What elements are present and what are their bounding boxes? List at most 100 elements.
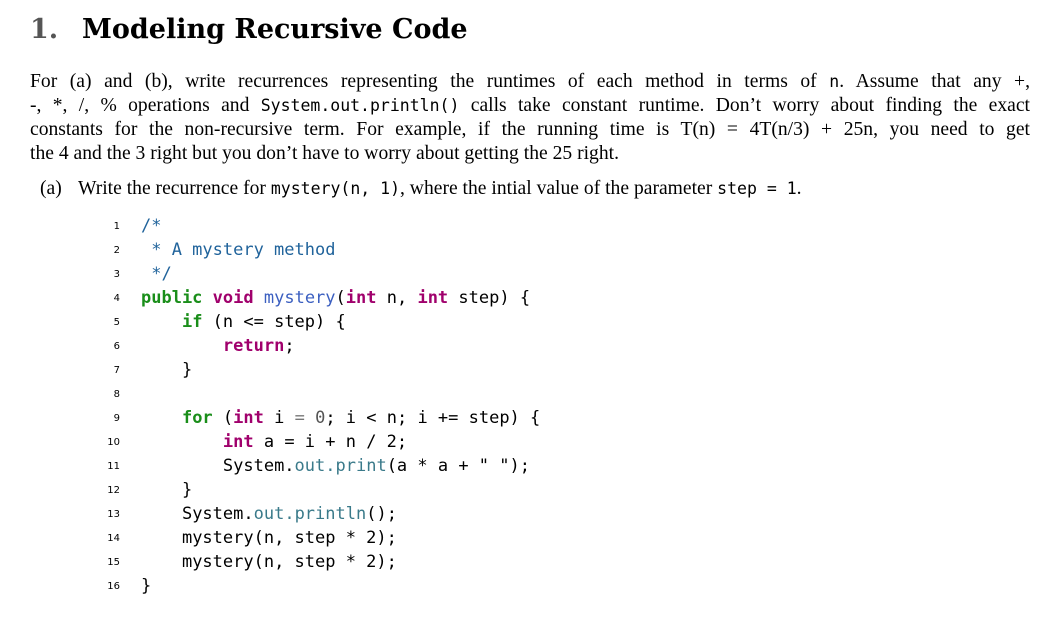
section-heading: 1. Modeling Recursive Code bbox=[30, 10, 468, 50]
code-token: } bbox=[141, 576, 152, 596]
question-text: Write the recurrence for bbox=[78, 178, 271, 199]
code-line: 15 mystery(n, step * 2); bbox=[0, 550, 1057, 574]
intro-line-1: For (a) and (b), write recurrences repre… bbox=[30, 70, 1030, 94]
code-line: 8 bbox=[0, 382, 1057, 406]
line-number: 3 bbox=[113, 269, 120, 280]
code-line: 5 if (n <= step) { bbox=[0, 310, 1057, 334]
line-number: 12 bbox=[107, 485, 120, 496]
inline-code: mystery(n, 1) bbox=[270, 179, 400, 198]
code-token: ; i < n; i += step) { bbox=[325, 408, 541, 428]
code-text: */ bbox=[141, 264, 172, 284]
intro-line-3: constants for the non-recursive term. Fo… bbox=[30, 119, 1030, 140]
intro-text: calls take constant runtime. Don’t worry… bbox=[459, 95, 1030, 116]
code-text: int a = i + n / 2; bbox=[141, 430, 407, 454]
code-token: } bbox=[181, 480, 193, 500]
keyword: int bbox=[417, 288, 449, 308]
keyword: void bbox=[212, 288, 254, 308]
question-text: , where the intial value of the paramete… bbox=[400, 178, 718, 199]
code-text: } bbox=[141, 478, 192, 502]
code-token: i bbox=[263, 408, 295, 428]
code-token: a = i + n / 2; bbox=[253, 432, 408, 452]
code-token: ( bbox=[335, 288, 346, 308]
keyword: int bbox=[345, 288, 377, 308]
code-line: 1 /* bbox=[0, 214, 1057, 238]
code-token: mystery(n, step * 2); bbox=[181, 552, 397, 572]
code-text: if (n <= step) { bbox=[141, 310, 346, 334]
code-text: } bbox=[141, 358, 192, 382]
line-number: 7 bbox=[113, 365, 120, 376]
code-text: for (int i = 0; i < n; i += step) { bbox=[141, 406, 540, 430]
intro-text: For (a) and (b), write recurrences repre… bbox=[30, 71, 830, 92]
member-name: .print bbox=[325, 456, 387, 476]
code-line: 3 */ bbox=[0, 262, 1057, 286]
question-text: . bbox=[796, 178, 802, 199]
code-token: mystery(n, step * 2); bbox=[181, 528, 397, 548]
keyword: public bbox=[141, 288, 203, 308]
line-number: 16 bbox=[107, 581, 120, 592]
inline-code: step = 1 bbox=[717, 179, 797, 198]
inline-code: System.out.println() bbox=[260, 96, 460, 115]
line-number: 11 bbox=[107, 461, 120, 472]
line-number: 4 bbox=[113, 293, 120, 304]
code-token: System. bbox=[181, 504, 254, 524]
line-number: 13 bbox=[107, 509, 120, 520]
code-token: n, bbox=[376, 288, 418, 308]
code-token: step) { bbox=[448, 288, 531, 308]
line-number: 10 bbox=[107, 437, 120, 448]
code-line: 13 System.out.println(); bbox=[0, 502, 1057, 526]
section-number: 1. bbox=[30, 14, 59, 45]
code-token: ( bbox=[212, 408, 234, 428]
code-line: 4 public void mystery(int n, int step) { bbox=[0, 286, 1057, 310]
line-number: 8 bbox=[113, 389, 120, 400]
code-line: 6 return; bbox=[0, 334, 1057, 358]
code-line: 11 System.out.print(a * a + " "); bbox=[0, 454, 1057, 478]
code-text: mystery(n, step * 2); bbox=[141, 526, 397, 550]
code-text: * A mystery method bbox=[141, 240, 336, 260]
code-token: ; bbox=[284, 336, 295, 356]
keyword: return bbox=[222, 336, 285, 356]
intro-line-2: -, *, /, % operations and System.out.pri… bbox=[30, 94, 1030, 118]
code-token: (a * a + " "); bbox=[386, 456, 530, 476]
code-text: System.out.print(a * a + " "); bbox=[141, 454, 530, 478]
code-text: /* bbox=[141, 216, 162, 236]
keyword: int bbox=[222, 432, 254, 452]
code-text: mystery(n, step * 2); bbox=[141, 550, 397, 574]
code-token: System. bbox=[222, 456, 295, 476]
inline-code: n bbox=[829, 72, 840, 91]
code-line: 9 for (int i = 0; i < n; i += step) { bbox=[0, 406, 1057, 430]
keyword: int bbox=[233, 408, 264, 428]
intro-text: -, *, /, % operations and bbox=[30, 95, 261, 116]
member-name: out bbox=[253, 504, 285, 524]
code-line: 12 } bbox=[0, 478, 1057, 502]
line-number: 2 bbox=[113, 245, 120, 256]
line-number: 1 bbox=[113, 221, 120, 232]
member-name: .println bbox=[284, 504, 367, 524]
line-number: 15 bbox=[107, 557, 120, 568]
code-token: (); bbox=[366, 504, 397, 524]
member-name: out bbox=[294, 456, 326, 476]
line-number: 5 bbox=[113, 317, 120, 328]
number-literal: 0 bbox=[304, 408, 326, 428]
section-title: Modeling Recursive Code bbox=[82, 14, 468, 45]
intro-paragraph: For (a) and (b), write recurrences repre… bbox=[30, 70, 1030, 166]
code-line: 16 } bbox=[0, 574, 1057, 598]
code-line: 7 } bbox=[0, 358, 1057, 382]
operator: = bbox=[294, 408, 305, 428]
intro-line-4: the 4 and the 3 right but you don’t have… bbox=[30, 143, 619, 164]
line-number: 14 bbox=[107, 533, 120, 544]
code-token: } bbox=[181, 360, 193, 380]
keyword: for bbox=[181, 408, 213, 428]
code-text: public void mystery(int n, int step) { bbox=[141, 286, 530, 310]
code-text: return; bbox=[141, 334, 295, 358]
code-line: 2 * A mystery method bbox=[0, 238, 1057, 262]
code-line: 14 mystery(n, step * 2); bbox=[0, 526, 1057, 550]
intro-text: . Assume that any +, bbox=[839, 71, 1030, 92]
keyword: if bbox=[181, 312, 203, 332]
question-label: (a) bbox=[40, 178, 62, 199]
line-number: 6 bbox=[113, 341, 120, 352]
function-name: mystery bbox=[263, 288, 336, 308]
code-text: } bbox=[141, 574, 151, 598]
code-token: (n <= step) { bbox=[202, 312, 346, 332]
code-line: 10 int a = i + n / 2; bbox=[0, 430, 1057, 454]
code-text: System.out.println(); bbox=[141, 502, 397, 526]
